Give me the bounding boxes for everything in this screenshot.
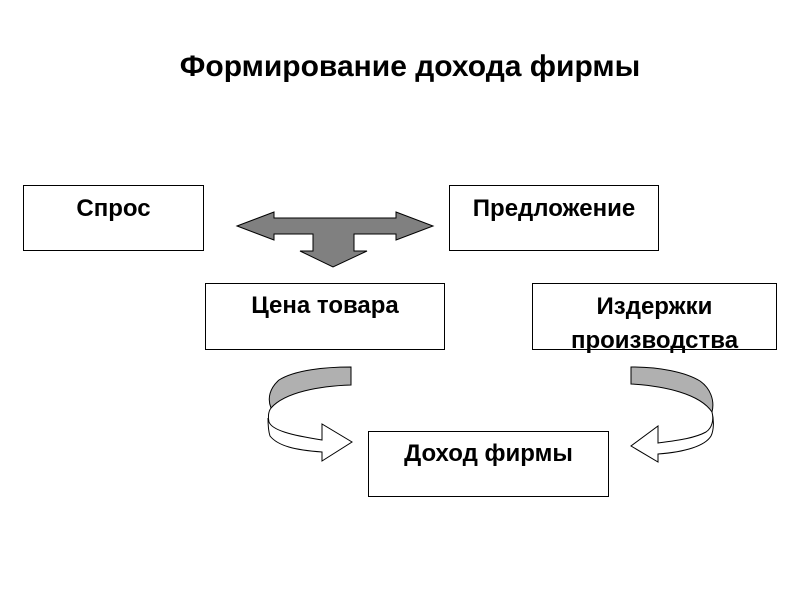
- node-demand: Спрос: [23, 185, 204, 251]
- node-costs: Издержки производства: [532, 283, 777, 354]
- node-costs-label: Издержки производства: [570, 293, 739, 354]
- node-price-label: Цена товара: [251, 292, 399, 319]
- bidirectional-down-arrow: [235, 211, 435, 268]
- curved-arrow-price-to-income: [267, 366, 353, 462]
- curved-arrow-costs-to-income: [630, 366, 714, 463]
- node-demand-label: Спрос: [76, 195, 151, 222]
- diagram-title: Формирование дохода фирмы: [179, 50, 641, 83]
- node-supply-label: Предложение: [472, 195, 636, 222]
- node-price: Цена товара: [205, 283, 445, 350]
- node-income-label: Доход фирмы: [404, 440, 573, 467]
- node-income: Доход фирмы: [368, 431, 609, 497]
- node-supply: Предложение: [449, 185, 659, 251]
